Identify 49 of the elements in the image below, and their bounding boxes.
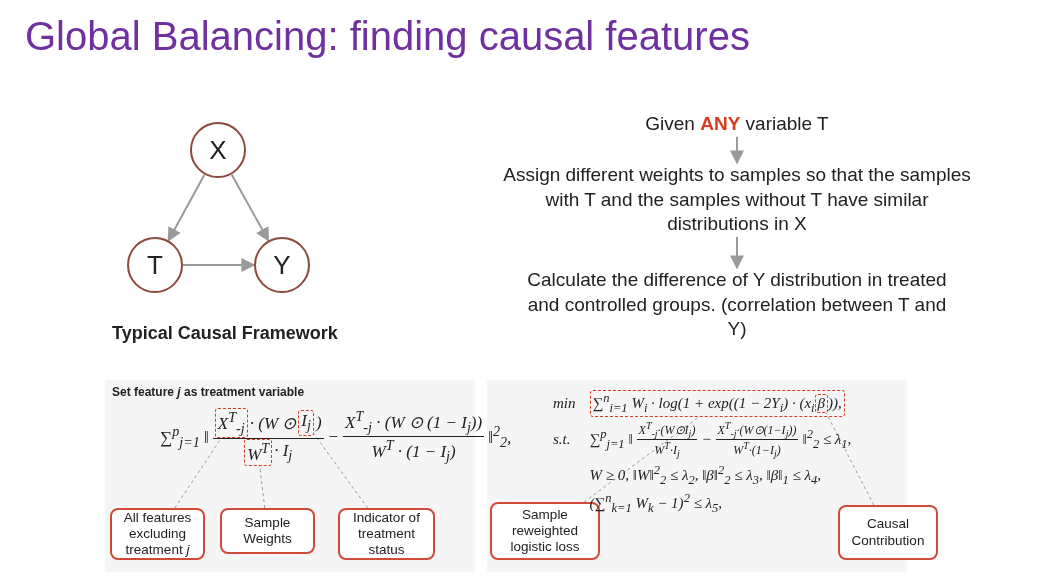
arrow — [230, 173, 270, 242]
callout-box: All features excluding treatment j — [110, 508, 205, 560]
heading-text: Set feature j as treatment variable — [112, 385, 305, 399]
caption-text: Typical Causal Framework — [111, 323, 339, 344]
leader-line — [174, 437, 222, 509]
node-label: Y — [273, 249, 291, 281]
flow-step-text: Assign different weights to samples so that the samples with T and the samples without T have similar distributions in X — [497, 163, 977, 238]
callout-box: Causal Contribution — [838, 505, 938, 560]
leader-line — [313, 433, 369, 509]
formula-text: min — [553, 395, 576, 412]
minus-sign: − — [327, 426, 340, 447]
formula-text: W$^{T}$·I$_{j}$ — [654, 440, 680, 460]
flow-step-text: Calculate the difference of Y distribution in treated and controlled groups. (correlation between T and Y) — [517, 268, 957, 343]
callout-box: Indicator of treatment status — [338, 508, 435, 560]
formula-text: ‖$^{2}$$_{2}$, — [488, 422, 512, 451]
formula-text: X$^{T}$$_{-j}$·(W⊙(1−I$_{j}$)) — [717, 420, 797, 440]
formula-text: ∑$^{p}$$_{j=1}$ ‖ — [160, 422, 209, 451]
formula-text: W$^{T}$ · (1 − I$_{j}$) — [371, 437, 456, 466]
node-label: T — [147, 249, 163, 281]
formula-text: X$^{T}$$_{-j}$ · (W ⊙ (1 − I$_{j}$)) — [345, 408, 483, 437]
formula-text: ‖$^{2}$$_{2}$ ≤ λ$_{1}$, — [802, 427, 852, 453]
minus-sign: − — [701, 431, 712, 449]
formula-text: ) — [315, 413, 322, 433]
formula-text: s.t. — [553, 431, 571, 449]
formula-text: )), — [828, 395, 842, 411]
formula-text: · (W ⊙ — [249, 412, 297, 434]
node-label: X — [209, 134, 227, 166]
formula-text: · I$_{j}$ — [274, 440, 293, 465]
leader-line — [583, 416, 700, 503]
highlight-box: I$_{j}$ — [298, 410, 314, 436]
arrow — [182, 258, 256, 272]
flow-step-text: Given ANY variable T — [537, 112, 937, 137]
arrow — [167, 173, 206, 242]
formula-text: W ≥ 0, ‖W‖$^{2}$$_{2}$ ≤ λ$_{2}$, ‖β‖$^{2}$$_{2}$ ≤ λ$_{3}$, ‖β‖$_{1}$ ≤ λ$_{4}$, — [589, 462, 821, 488]
formula-text: (∑$^{n}$$_{k=1}$ W$_{k}$ − 1)$^{2}$ ≤ λ$_{5}$, — [589, 490, 723, 516]
circle-node — [254, 237, 310, 293]
callout-box: Sample Weights — [220, 508, 315, 554]
formula-text: X$^{T}$$_{-j}$·(W⊙I$_{j}$) — [638, 420, 696, 440]
circle-node — [127, 237, 183, 293]
arrow — [730, 135, 744, 165]
circle-node — [190, 122, 246, 178]
formula-text: ∑$^{n}$$_{i=1}$ W$_{i}$ · log(1 + exp((1 − 2Y$_{i}$) · (x$_{i}$ — [592, 395, 815, 411]
slide-title: Global Balancing: finding causal features — [25, 14, 750, 59]
formula-text: W$^{T}$·(1−I$_{j}$) — [733, 440, 781, 460]
arrow — [730, 236, 744, 270]
leader-line — [825, 412, 875, 506]
highlight-box: W$^{T}$ — [244, 439, 273, 466]
highlight-box — [589, 390, 845, 417]
formula-text: ∑$^{p}$$_{j=1}$ ‖ — [589, 427, 633, 453]
